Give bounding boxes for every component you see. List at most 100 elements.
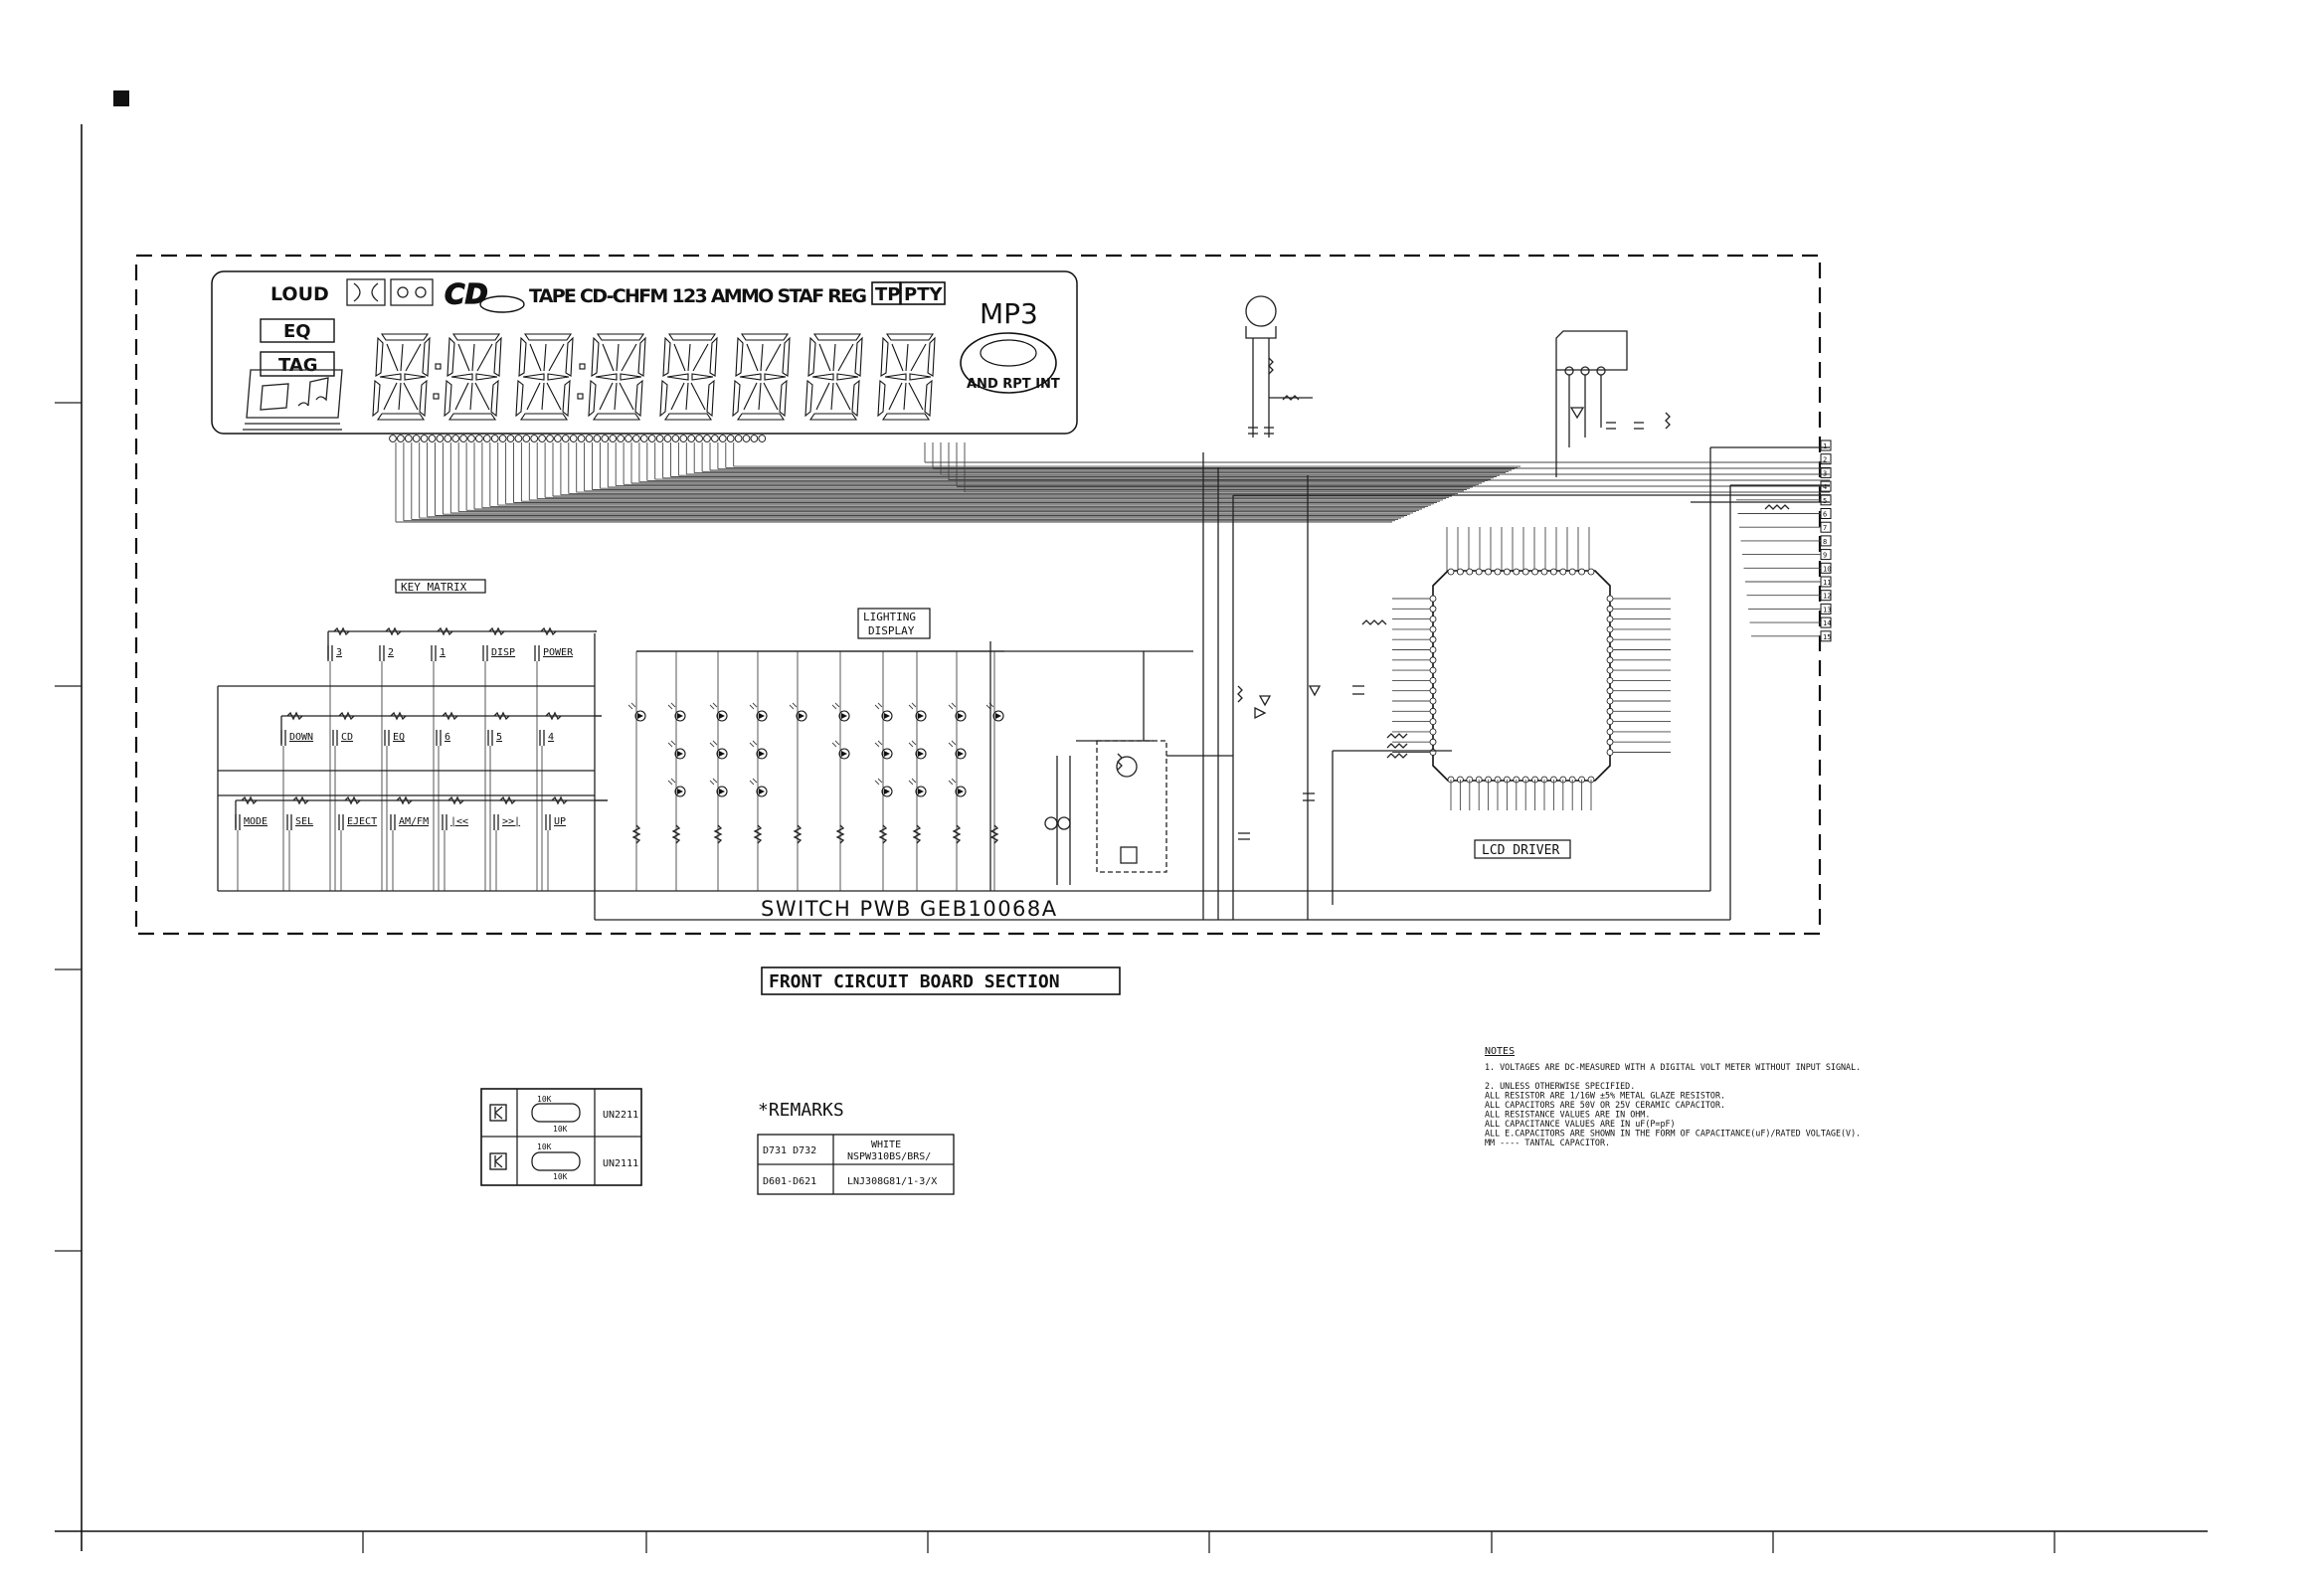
key-label: UP	[554, 816, 566, 827]
key-switch: 2	[379, 626, 402, 891]
key-switch: AM/FM	[390, 795, 429, 891]
key-switch: EJECT	[338, 795, 377, 891]
sensor-module	[1245, 295, 1313, 438]
led	[749, 778, 768, 797]
remote-receiver-module	[1555, 330, 1671, 477]
key-switch: 3	[327, 626, 350, 891]
key-label: DISP	[491, 647, 515, 658]
notes-line: ALL E.CAPACITORS ARE SHOWN IN THE FORM O…	[1485, 1129, 1861, 1139]
segment-digit	[372, 333, 431, 421]
key-matrix-label: KEY MATRIX	[401, 581, 467, 594]
lcd-driver-label: LCD DRIVER	[1482, 843, 1559, 858]
remarks-ref-2: D601-D621	[763, 1176, 816, 1187]
key-label: DOWN	[289, 732, 313, 743]
led	[948, 778, 967, 797]
lcd-driver-ic: LCD DRIVER	[1361, 568, 1671, 859]
key-label: 3	[336, 647, 342, 658]
connector-pin-label: 15	[1823, 633, 1831, 641]
notes-line: 2. UNLESS OTHERWISE SPECIFIED.	[1485, 1081, 1635, 1091]
lcd-pin-row	[389, 435, 767, 442]
connector-pin-label: 5	[1823, 497, 1827, 505]
lcd-pty-label: PTY	[904, 284, 943, 305]
lcd-tag-label: TAG	[278, 355, 318, 376]
cd-logo-icon: CD	[444, 276, 525, 313]
disc-mode-icon: AND RPT INT	[960, 332, 1060, 394]
notes-line: MM ---- TANTAL CAPACITOR.	[1485, 1138, 1610, 1147]
led	[789, 702, 807, 722]
led	[831, 702, 850, 722]
key-switch: UP	[545, 795, 568, 891]
led	[948, 740, 967, 760]
key-switch: >>|	[493, 795, 520, 891]
key-label: AM/FM	[399, 816, 429, 827]
lcd-tp-label: TP	[875, 284, 900, 305]
key-switch: SEL	[286, 795, 313, 891]
led	[709, 740, 728, 760]
dolby-icon	[346, 278, 386, 306]
lcd-loud-label: LOUD	[270, 283, 329, 305]
led	[874, 702, 893, 722]
led	[749, 740, 768, 760]
tr1-part: UN2211	[603, 1110, 638, 1121]
remarks-ref-1: D731 D732	[763, 1145, 816, 1156]
segment-digit	[577, 333, 646, 421]
notes-line: ALL RESISTOR ARE 1/16W ±5% METAL GLAZE R…	[1485, 1091, 1725, 1101]
key-label: EQ	[393, 732, 405, 743]
key-switch: MODE	[235, 795, 268, 891]
led	[948, 702, 967, 722]
driver-transistor-section	[1044, 685, 1364, 885]
key-switch: 1	[431, 626, 453, 891]
key-switch: CD	[332, 711, 355, 891]
led	[908, 702, 927, 722]
led	[709, 778, 728, 797]
connector-pin-label: 6	[1823, 511, 1827, 519]
tr2-part: UN2111	[603, 1158, 638, 1169]
lcd-mp3-label: MP3	[980, 297, 1038, 330]
connector-pin-label: 11	[1823, 579, 1831, 587]
connector-pin-label: 3	[1823, 469, 1827, 477]
led	[874, 778, 893, 797]
segment-digit	[659, 333, 718, 421]
led	[667, 740, 686, 760]
notes: NOTES 1. VOLTAGES ARE DC-MEASURED WITH A…	[1485, 1046, 1861, 1147]
folder-music-icon	[243, 369, 343, 431]
led	[908, 778, 927, 797]
key-label: >>|	[502, 816, 520, 827]
remarks-desc-1b: NSPW310BS/BRS/	[847, 1151, 931, 1162]
tr1-r-top: 10K	[537, 1095, 552, 1104]
segment-digit	[804, 333, 863, 421]
lighting-label-line1: LIGHTING	[863, 611, 916, 623]
key-switch: DOWN	[280, 711, 313, 891]
switch-pwb-label: SWITCH PWB GEB10068A	[761, 897, 1058, 921]
connector-pin-label: 9	[1823, 552, 1827, 560]
key-label: 4	[548, 732, 554, 743]
connector-pin-label: 10	[1823, 565, 1831, 573]
key-switch: 4	[539, 711, 562, 891]
led	[667, 702, 686, 722]
key-label: 5	[496, 732, 502, 743]
tr2-r-top: 10K	[537, 1142, 552, 1151]
key-switch: |<<	[442, 795, 468, 891]
key-label: EJECT	[347, 816, 377, 827]
segment-digit	[732, 333, 791, 421]
segment-digit	[433, 333, 502, 421]
transistor-table: 10K 10K UN2211 10K 10K UN2111	[480, 1088, 642, 1186]
lcd-indicator-row: TAPE CD-CHFM 123 AMMO STAF REG	[529, 285, 867, 307]
key-label: CD	[341, 732, 353, 743]
switch-pwb-boundary	[134, 254, 1822, 936]
connector-pin-label: 4	[1823, 483, 1827, 491]
key-label: SEL	[295, 816, 313, 827]
led	[831, 740, 850, 760]
fourteen-segment-digits	[372, 333, 936, 421]
lcd-panel: LOUD EQ TAG CD TAPE CD-CHFM 123 AMMO STA…	[211, 270, 1078, 442]
svg-text:CD: CD	[445, 277, 488, 310]
led	[627, 702, 646, 722]
connector-pin-label: 13	[1823, 606, 1831, 614]
key-switch: DISP	[482, 626, 515, 891]
connector-pin-label: 1	[1823, 442, 1827, 450]
led	[908, 740, 927, 760]
notes-line: ALL CAPACITANCE VALUES ARE IN uF(P=pF)	[1485, 1119, 1676, 1129]
section-title: FRONT CIRCUIT BOARD SECTION	[769, 971, 1060, 992]
